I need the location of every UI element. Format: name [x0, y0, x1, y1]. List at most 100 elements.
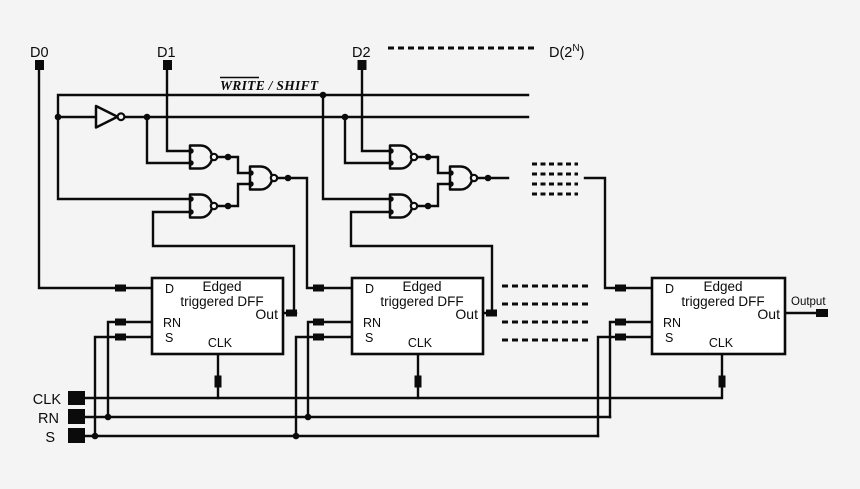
logic-gates: [94, 104, 479, 219]
junction-dot: [424, 202, 432, 210]
s-terminal: [68, 428, 85, 443]
nand-gate-cluster2-output: [448, 165, 474, 191]
nand-bubble: [209, 152, 219, 162]
gate-input-dots: [188, 148, 454, 215]
junction-dot: [224, 153, 232, 161]
gate-input-dot: [188, 160, 194, 166]
nand-bubble: [469, 173, 479, 183]
dff2-title-line2: triggered DFF: [380, 294, 463, 309]
rn-terminal: [68, 409, 85, 424]
junction-dot: [224, 202, 232, 210]
dff3-body: [650, 276, 787, 356]
junction-dot: [319, 91, 327, 99]
nand-gate-cluster1-output: [248, 165, 274, 191]
d2-wire: [360, 62, 392, 153]
junction-dot: [292, 432, 300, 440]
not-gate: [94, 104, 119, 129]
dff2-port-clk-label: CLK: [408, 336, 433, 350]
dff2-port-s-label: S: [365, 331, 373, 345]
dff3-title-line1: Edged: [703, 279, 742, 294]
top-bus-drop-cluster2: [321, 93, 392, 201]
dff2-title-line1: Edged: [402, 279, 441, 294]
clk-label: CLK: [33, 392, 62, 408]
dff1-port-s-label: S: [165, 331, 173, 345]
gate-input-dot: [388, 209, 394, 215]
d2-terminal: [357, 60, 367, 70]
dff2-port-rn-label: RN: [363, 316, 381, 330]
write-shift-label: WRITE / SHIFT: [220, 78, 319, 93]
gate-input-dot: [448, 181, 454, 187]
dff1-title-line2: triggered DFF: [180, 294, 263, 309]
dff1-port-out-label: Out: [255, 306, 278, 322]
gate-input-dot: [188, 196, 194, 202]
dff-block-1: D Edged triggered DFF RN S Out CLK: [150, 276, 285, 356]
junction-dots: [54, 91, 496, 440]
cluster1-lower-nand-out: [215, 182, 252, 208]
dff3-port-out-label: Out: [757, 306, 780, 322]
d1-wire: [165, 62, 192, 153]
junction-dot: [304, 413, 312, 421]
output-terminal: [816, 309, 828, 317]
continuation-dashes: [388, 46, 592, 342]
clk-bus: [83, 352, 724, 400]
gate-input-dot: [248, 181, 254, 187]
output-label: Output: [791, 296, 826, 308]
dff3-s-wire: [596, 335, 654, 438]
gate-input-dot: [188, 209, 194, 215]
dff1-port-rn-label: RN: [163, 316, 181, 330]
dff3-port-s-label: S: [665, 331, 673, 345]
dff2-s-wire: [294, 335, 354, 438]
junction-dot: [341, 113, 349, 121]
junction-dot: [91, 432, 99, 440]
dff3-s-pin: [615, 333, 626, 341]
dff1-s-wire: [93, 335, 154, 438]
junction-dot: [143, 113, 151, 121]
nand-gate-cluster2-upper: [388, 144, 414, 170]
dff1-title-line1: Edged: [202, 279, 241, 294]
dff2-rn-pin: [313, 318, 324, 326]
d1-terminal: [163, 60, 172, 70]
dff1-d-pin: [115, 284, 126, 292]
dff1-rn-wire: [106, 320, 154, 419]
gate-input-dot: [188, 148, 194, 154]
dff3-clk-pin: [718, 375, 726, 388]
d1-label: D1: [157, 45, 176, 61]
d0-wire: [37, 62, 154, 290]
junction-dot: [424, 153, 432, 161]
dff-block-3: D Edged triggered DFF RN S Out CLK: [650, 276, 787, 356]
dff2-rn-wire: [306, 320, 354, 419]
s-label: S: [45, 430, 55, 446]
dff2-d-pin: [313, 284, 324, 292]
signal-labels: D0 D1 D2 D(2N) WRITE / SHIFT CLK RN S Ou…: [30, 43, 826, 446]
dff-block-2: D Edged triggered DFF RN S Out CLK: [350, 276, 485, 356]
gate-input-dot: [248, 170, 254, 176]
write-shift-bus: [56, 93, 530, 201]
nand-bubble: [269, 173, 279, 183]
rn-label: RN: [38, 411, 59, 427]
dff3-d-pin: [615, 284, 626, 292]
dff1-port-clk-label: CLK: [208, 336, 233, 350]
d2-label: D2: [352, 45, 371, 61]
dff1-body: [150, 276, 285, 356]
clk-terminal: [68, 391, 85, 405]
mux-out-to-dff3-d: [583, 176, 654, 290]
junction-dot: [54, 113, 62, 121]
dff2-body: [350, 276, 485, 356]
dff3-port-d-label: D: [665, 282, 674, 296]
dff2-clk-pin: [414, 375, 422, 388]
junction-dot: [284, 174, 292, 182]
dff1-s-pin: [115, 333, 126, 341]
nand-bubble: [409, 152, 419, 162]
junction-dot: [484, 174, 492, 182]
not-gate-bubble: [116, 112, 126, 122]
dff3-rn-wire: [608, 320, 654, 419]
cluster2-lower-nand-out: [415, 182, 452, 208]
dff3-port-clk-label: CLK: [709, 336, 734, 350]
dff2-s-pin: [313, 333, 324, 341]
gate-input-dot: [388, 148, 394, 154]
dff3-title-line2: triggered DFF: [681, 294, 764, 309]
pin-markers: [35, 60, 828, 443]
dff2-port-d-label: D: [365, 282, 374, 296]
nand-bubble: [409, 201, 419, 211]
